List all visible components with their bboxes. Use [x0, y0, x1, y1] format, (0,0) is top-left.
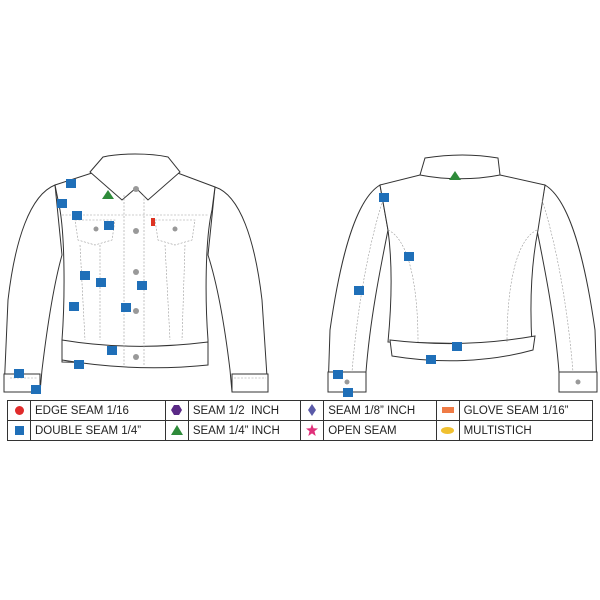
front-right-cuff — [231, 373, 269, 393]
legend-label: EDGE SEAM 1/16 — [30, 400, 166, 421]
yellow-ellipse-icon — [441, 426, 455, 434]
seam-quarter-inch-marker — [102, 190, 114, 199]
legend-label: DOUBLE SEAM 1/4” — [30, 420, 166, 441]
seam-legend: EDGE SEAM 1/16 SEAM 1/2 INCH SEAM 1/8” I… — [7, 400, 594, 441]
jacket-flats — [3, 153, 598, 397]
green-triangle-icon — [170, 425, 183, 436]
legend-label: SEAM 1/8” INCH — [323, 400, 437, 421]
front-body — [54, 171, 216, 366]
brand-tab — [151, 218, 155, 226]
double-seam-markers-front — [14, 179, 147, 394]
front-left-sleeve — [3, 184, 63, 393]
legend-label: OPEN SEAM — [323, 420, 437, 441]
double-seam-markers-back — [333, 193, 462, 397]
orange-rectangle-icon — [441, 407, 454, 414]
purple-hexagon-icon — [171, 405, 183, 416]
pink-star-icon — [306, 424, 319, 437]
back-right-sleeve — [536, 184, 598, 393]
legend-label: MULTISTICH — [458, 420, 594, 441]
back-collar — [419, 154, 501, 180]
blue-square-icon — [14, 425, 24, 435]
legend-label: SEAM 1/4” INCH — [187, 420, 302, 441]
legend-label: GLOVE SEAM 1/16” — [458, 400, 594, 421]
front-right-sleeve — [207, 186, 269, 393]
legend-label: SEAM 1/2 INCH — [187, 400, 302, 421]
red-circle-icon — [14, 405, 24, 415]
seam-quarter-inch-marker-back — [449, 171, 461, 180]
blue-diamond-icon — [308, 404, 317, 417]
front-waistband — [61, 339, 209, 369]
jacket-front-view — [3, 153, 269, 394]
jacket-back-view — [327, 154, 598, 397]
front-buttons — [93, 186, 178, 360]
front-collar — [89, 153, 181, 201]
